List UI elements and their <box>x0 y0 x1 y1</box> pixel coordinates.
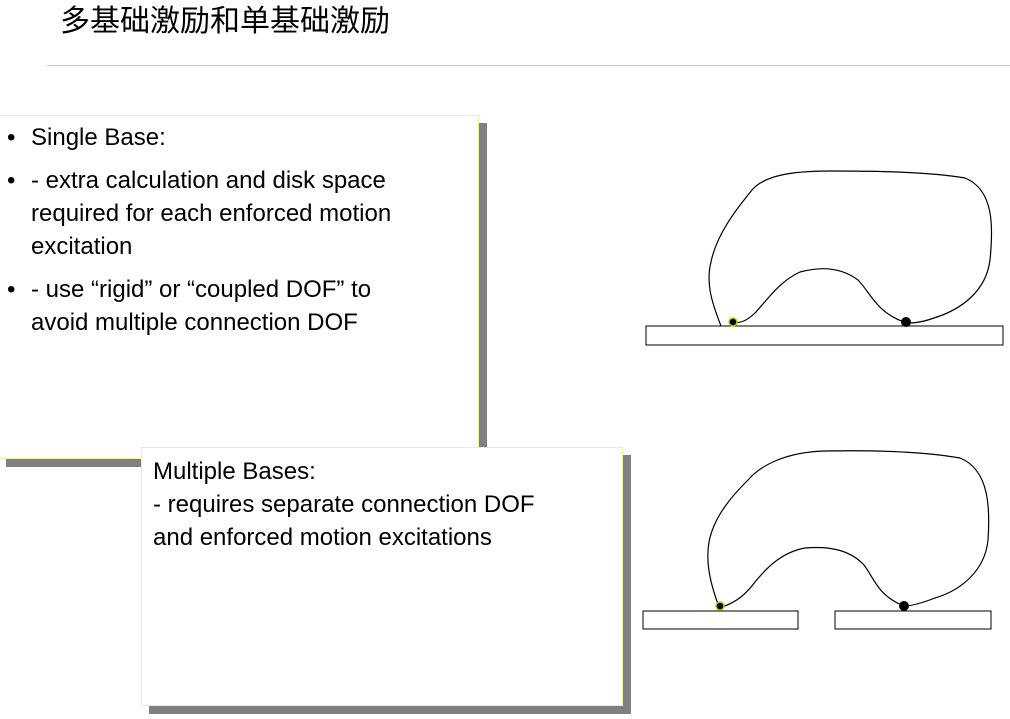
bullet-line: - use “rigid” or “coupled DOF” to <box>31 276 372 303</box>
multi-line: Multiple Bases: <box>153 458 316 485</box>
bullet-line: Single Base: <box>31 124 166 151</box>
base-plate-left <box>642 610 799 630</box>
connection-point-yellow-icon <box>728 317 738 327</box>
multiple-bases-text: Multiple Bases: - requires separate conn… <box>153 455 535 554</box>
single-base-plate <box>645 325 1004 346</box>
connection-point-black-icon <box>901 317 911 327</box>
bullet-line: required for each enforced motion <box>31 200 392 227</box>
bullet-dot-icon: • <box>7 276 16 303</box>
single-base-diagram <box>645 170 1004 346</box>
title-divider <box>47 65 1010 66</box>
bullet-line: avoid multiple connection DOF <box>31 309 358 336</box>
structure-outline-single <box>708 170 993 327</box>
bullet-item: • Single Base: <box>0 121 478 154</box>
multiple-bases-box: Multiple Bases: - requires separate conn… <box>141 447 623 706</box>
structure-outline-multi <box>707 450 990 608</box>
bullet-line: excitation <box>31 233 133 260</box>
connection-point-black-icon <box>899 601 909 611</box>
bullet-dot-icon: • <box>7 167 16 194</box>
single-base-bullets: • Single Base: • - extra calculation and… <box>0 121 478 339</box>
bullet-dot-icon: • <box>7 124 16 151</box>
multi-line: - requires separate connection DOF <box>153 491 535 518</box>
bullet-item: • - use “rigid” or “coupled DOF” to avoi… <box>0 273 478 339</box>
page-title: 多基础激励和单基础激励 <box>60 4 390 39</box>
single-base-box: • Single Base: • - extra calculation and… <box>0 115 479 459</box>
multiple-bases-diagram <box>642 450 992 630</box>
multi-line: and enforced motion excitations <box>153 524 492 551</box>
connection-point-yellow-icon <box>715 601 725 611</box>
bullet-line: - extra calculation and disk space <box>31 167 386 194</box>
bullet-item: • - extra calculation and disk space req… <box>0 164 478 263</box>
base-plate-right <box>834 610 992 630</box>
